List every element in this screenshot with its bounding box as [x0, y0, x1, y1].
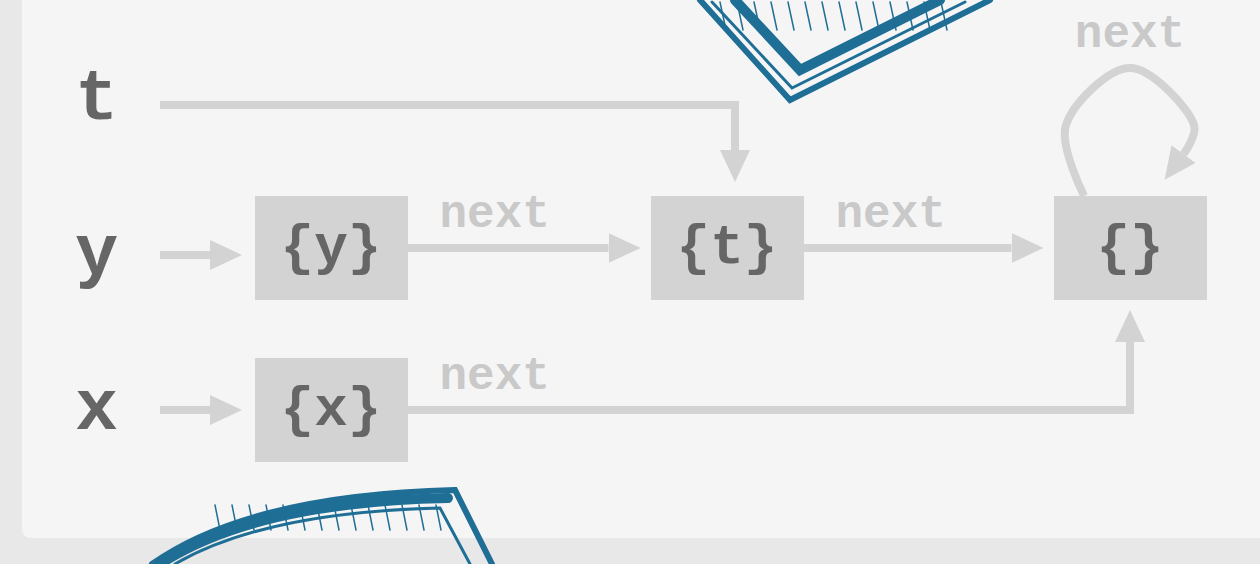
pointer-arrow [160, 406, 210, 414]
edge-label: next [1073, 12, 1187, 58]
object-box: {} [1054, 196, 1207, 300]
next-pointer [1065, 68, 1195, 196]
sketch-bottom [152, 490, 492, 564]
object-value: {t} [677, 220, 778, 276]
object-value: {} [1096, 220, 1163, 276]
variable-pointers [160, 105, 735, 410]
edge-label: next [438, 354, 552, 400]
sketch-top [700, 0, 990, 100]
edge-label: next [834, 192, 948, 238]
pointer-arrow [160, 251, 210, 259]
object-value: {y} [281, 220, 382, 276]
sketch-hatching [215, 505, 441, 530]
sketch-outline [152, 490, 492, 564]
sketch-outline [700, 0, 990, 100]
variable-name: y [75, 219, 118, 291]
variable-name: x [75, 374, 118, 446]
sketch-stroke [160, 498, 448, 564]
object-value: {x} [281, 382, 382, 438]
object-box: {x} [255, 358, 408, 462]
object-box: {t} [651, 196, 804, 300]
sketch-hatching [720, 2, 947, 30]
pointer-arrow [160, 105, 735, 150]
next-pointer [408, 342, 1131, 410]
variable-name: t [75, 64, 118, 136]
panel [22, 0, 1260, 538]
edge-label: next [438, 192, 552, 238]
next-pointer [804, 244, 1012, 252]
next-pointer [408, 244, 609, 252]
object-box: {y} [255, 196, 408, 300]
